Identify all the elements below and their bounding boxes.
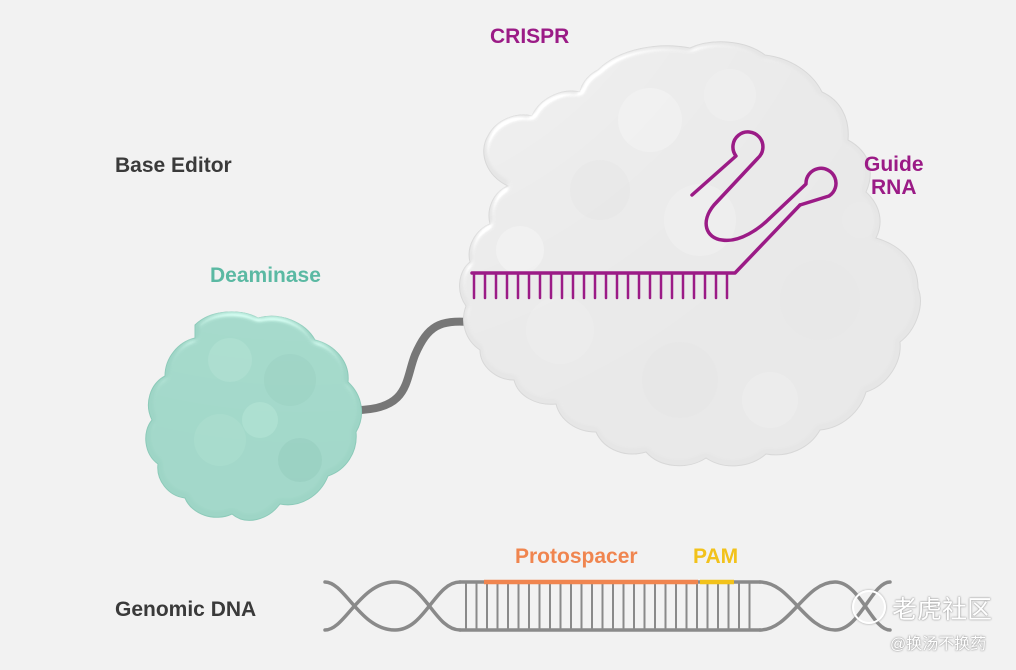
deaminase-protein bbox=[145, 311, 363, 521]
genomic-dna bbox=[323, 580, 892, 632]
watermark-text: 老虎社区 bbox=[892, 596, 993, 624]
protospacer-label: Protospacer bbox=[515, 545, 638, 568]
pam-label: PAM bbox=[693, 545, 739, 568]
dna-base-pairs bbox=[465, 583, 751, 629]
guide-rna bbox=[470, 130, 838, 300]
watermark-logo-icon bbox=[852, 590, 886, 624]
watermark-handle: @换汤不换药 bbox=[890, 636, 987, 653]
deaminase-label: Deaminase bbox=[210, 264, 321, 287]
guide-rna-label-line1: Guide bbox=[864, 153, 924, 176]
linker bbox=[351, 317, 474, 414]
genomic-dna-label: Genomic DNA bbox=[115, 598, 257, 621]
base-editor-label: Base Editor bbox=[115, 154, 232, 177]
guide-rna-comb bbox=[472, 271, 729, 300]
crispr-label: CRISPR bbox=[490, 25, 570, 48]
crispr-protein bbox=[459, 41, 921, 467]
guide-rna-label-line2: RNA bbox=[871, 176, 917, 199]
